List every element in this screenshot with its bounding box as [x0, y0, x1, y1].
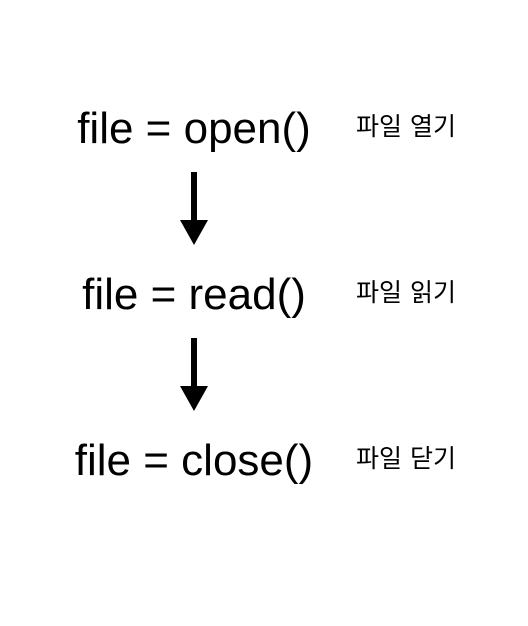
- down-arrow-icon: [180, 338, 208, 411]
- step-read-description: 파일 읽기: [356, 278, 456, 307]
- down-arrow-icon: [180, 172, 208, 245]
- step-close-code: file = close(): [74, 436, 314, 485]
- step-read-code: file = read(): [82, 270, 306, 319]
- step-open-code: file = open(): [77, 104, 311, 153]
- step-open-description: 파일 열기: [356, 112, 456, 141]
- step-close-description: 파일 닫기: [356, 444, 456, 473]
